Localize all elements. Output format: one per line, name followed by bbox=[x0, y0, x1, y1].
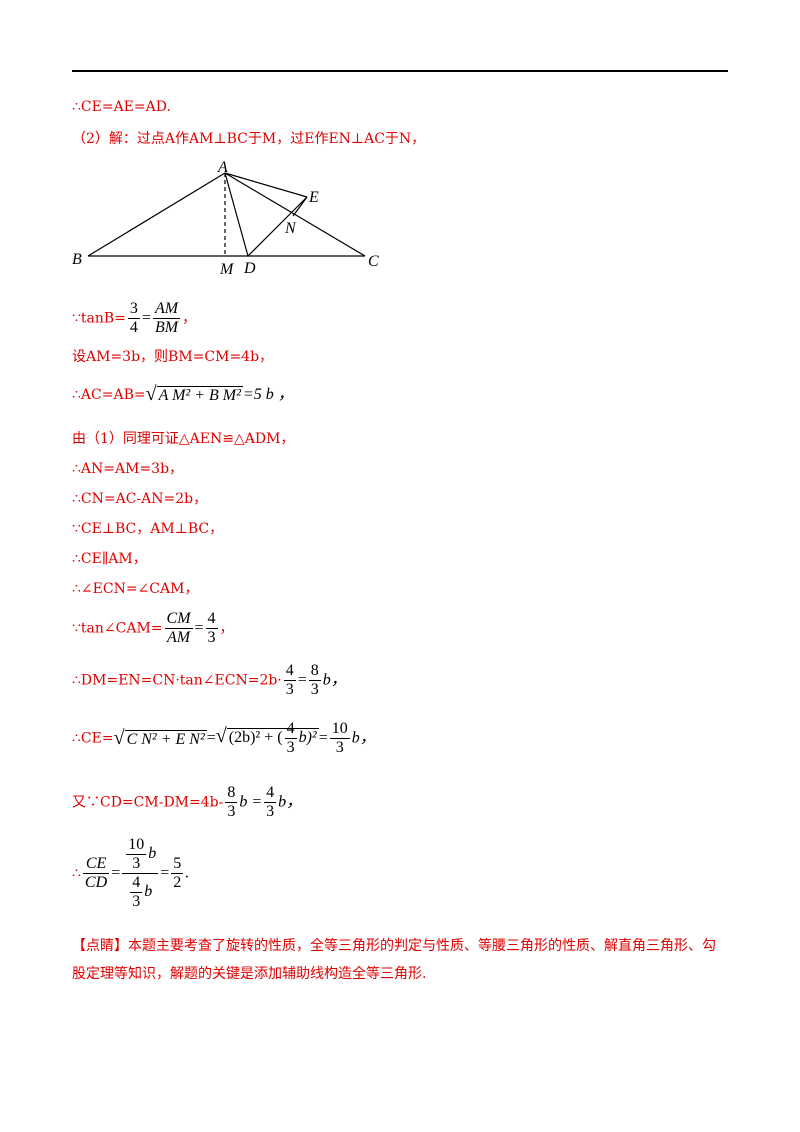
segment-de bbox=[247, 196, 308, 257]
segment-ac bbox=[224, 172, 366, 257]
line-7: ∴AN=AM=3b， bbox=[72, 461, 184, 477]
label-c: C bbox=[368, 253, 379, 270]
line-5: ∴AC=AB=√A M² + B M²=5 b ， bbox=[72, 383, 294, 405]
label-m: M bbox=[219, 261, 235, 278]
header-rule bbox=[72, 70, 728, 72]
segment-ae bbox=[224, 172, 308, 198]
line-9: ∵CE⊥BC，AM⊥BC， bbox=[72, 521, 224, 537]
line-11: ∴∠ECN=∠CAM， bbox=[72, 581, 199, 597]
segment-ad bbox=[224, 172, 249, 257]
line-1: ∴CE=AE=AD. bbox=[72, 99, 171, 115]
summary-note: 【点睛】本题主要考查了旋转的性质，全等三角形的判定与性质、等腰三角形的性质、解直… bbox=[72, 938, 716, 982]
line-4: 设AM=3b，则BM=CM=4b， bbox=[72, 349, 274, 365]
segment-en bbox=[292, 196, 308, 217]
segment-ab bbox=[87, 172, 226, 257]
line-6: 由（1）同理可证△AEN≌△ADM， bbox=[72, 431, 295, 447]
line-2: （2）解：过点A作AM⊥BC于M，过E作EN⊥AC于N， bbox=[72, 131, 426, 147]
geometry-figure: A B C D E M N bbox=[72, 159, 379, 278]
label-n: N bbox=[284, 220, 297, 237]
label-a: A bbox=[217, 159, 228, 176]
line-10: ∴CE∥AM， bbox=[72, 551, 147, 567]
label-e: E bbox=[308, 189, 319, 206]
label-b: B bbox=[72, 251, 82, 268]
line-8: ∴CN=AC-AN=2b， bbox=[72, 491, 208, 507]
label-d: D bbox=[243, 260, 256, 277]
